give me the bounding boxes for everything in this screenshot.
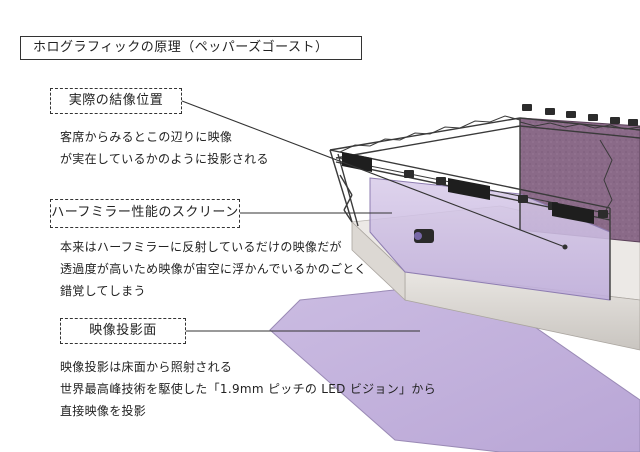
callout-label-text: 映像投影面 [89, 323, 157, 338]
description-line: 錯覚してしまう [60, 284, 146, 298]
truss-right [519, 121, 640, 211]
speaker-icon [342, 152, 594, 224]
callout-label-text: ハーフミラー性能のスクリーン [51, 205, 239, 220]
callout-description-projection-surface: 映像投影は床面から照射される 世界最高峰技術を駆使した「1.9mm ピッチの L… [60, 356, 436, 422]
leader-lines [181, 100, 568, 332]
callout-label-text: 実際の結像位置 [68, 93, 164, 108]
description-line: 直接映像を投影 [60, 404, 147, 418]
description-line: 映像投影は床面から照射される [60, 360, 233, 374]
description-line: 透過度が高いため映像が宙空に浮かんでいるかのごとく [60, 262, 367, 276]
description-line: 本来はハーフミラーに反射しているだけの映像だが [60, 240, 342, 254]
callout-description-image-position: 客席からみるとこの辺りに映像 が実在しているかのように投影される [60, 126, 269, 170]
callout-label-projection-surface: 映像投影面 [60, 318, 186, 344]
diagram-title: ホログラフィックの原理（ペッパーズゴースト） [20, 36, 362, 60]
callout-description-half-mirror: 本来はハーフミラーに反射しているだけの映像だが 透過度が高いため映像が宙空に浮か… [60, 236, 367, 302]
description-line: 世界最高峰技術を駆使した「1.9mm ピッチの LED ビジョン」から [60, 382, 436, 396]
stage-side [351, 221, 406, 301]
projector-icon [414, 229, 434, 243]
description-line: が実在しているかのように投影される [60, 152, 269, 166]
title-text: ホログラフィックの原理（ペッパーズゴースト） [33, 40, 329, 55]
callout-label-half-mirror: ハーフミラー性能のスクリーン [50, 199, 240, 228]
callout-label-image-position: 実際の結像位置 [50, 88, 182, 114]
description-line: 客席からみるとこの辺りに映像 [60, 130, 233, 144]
